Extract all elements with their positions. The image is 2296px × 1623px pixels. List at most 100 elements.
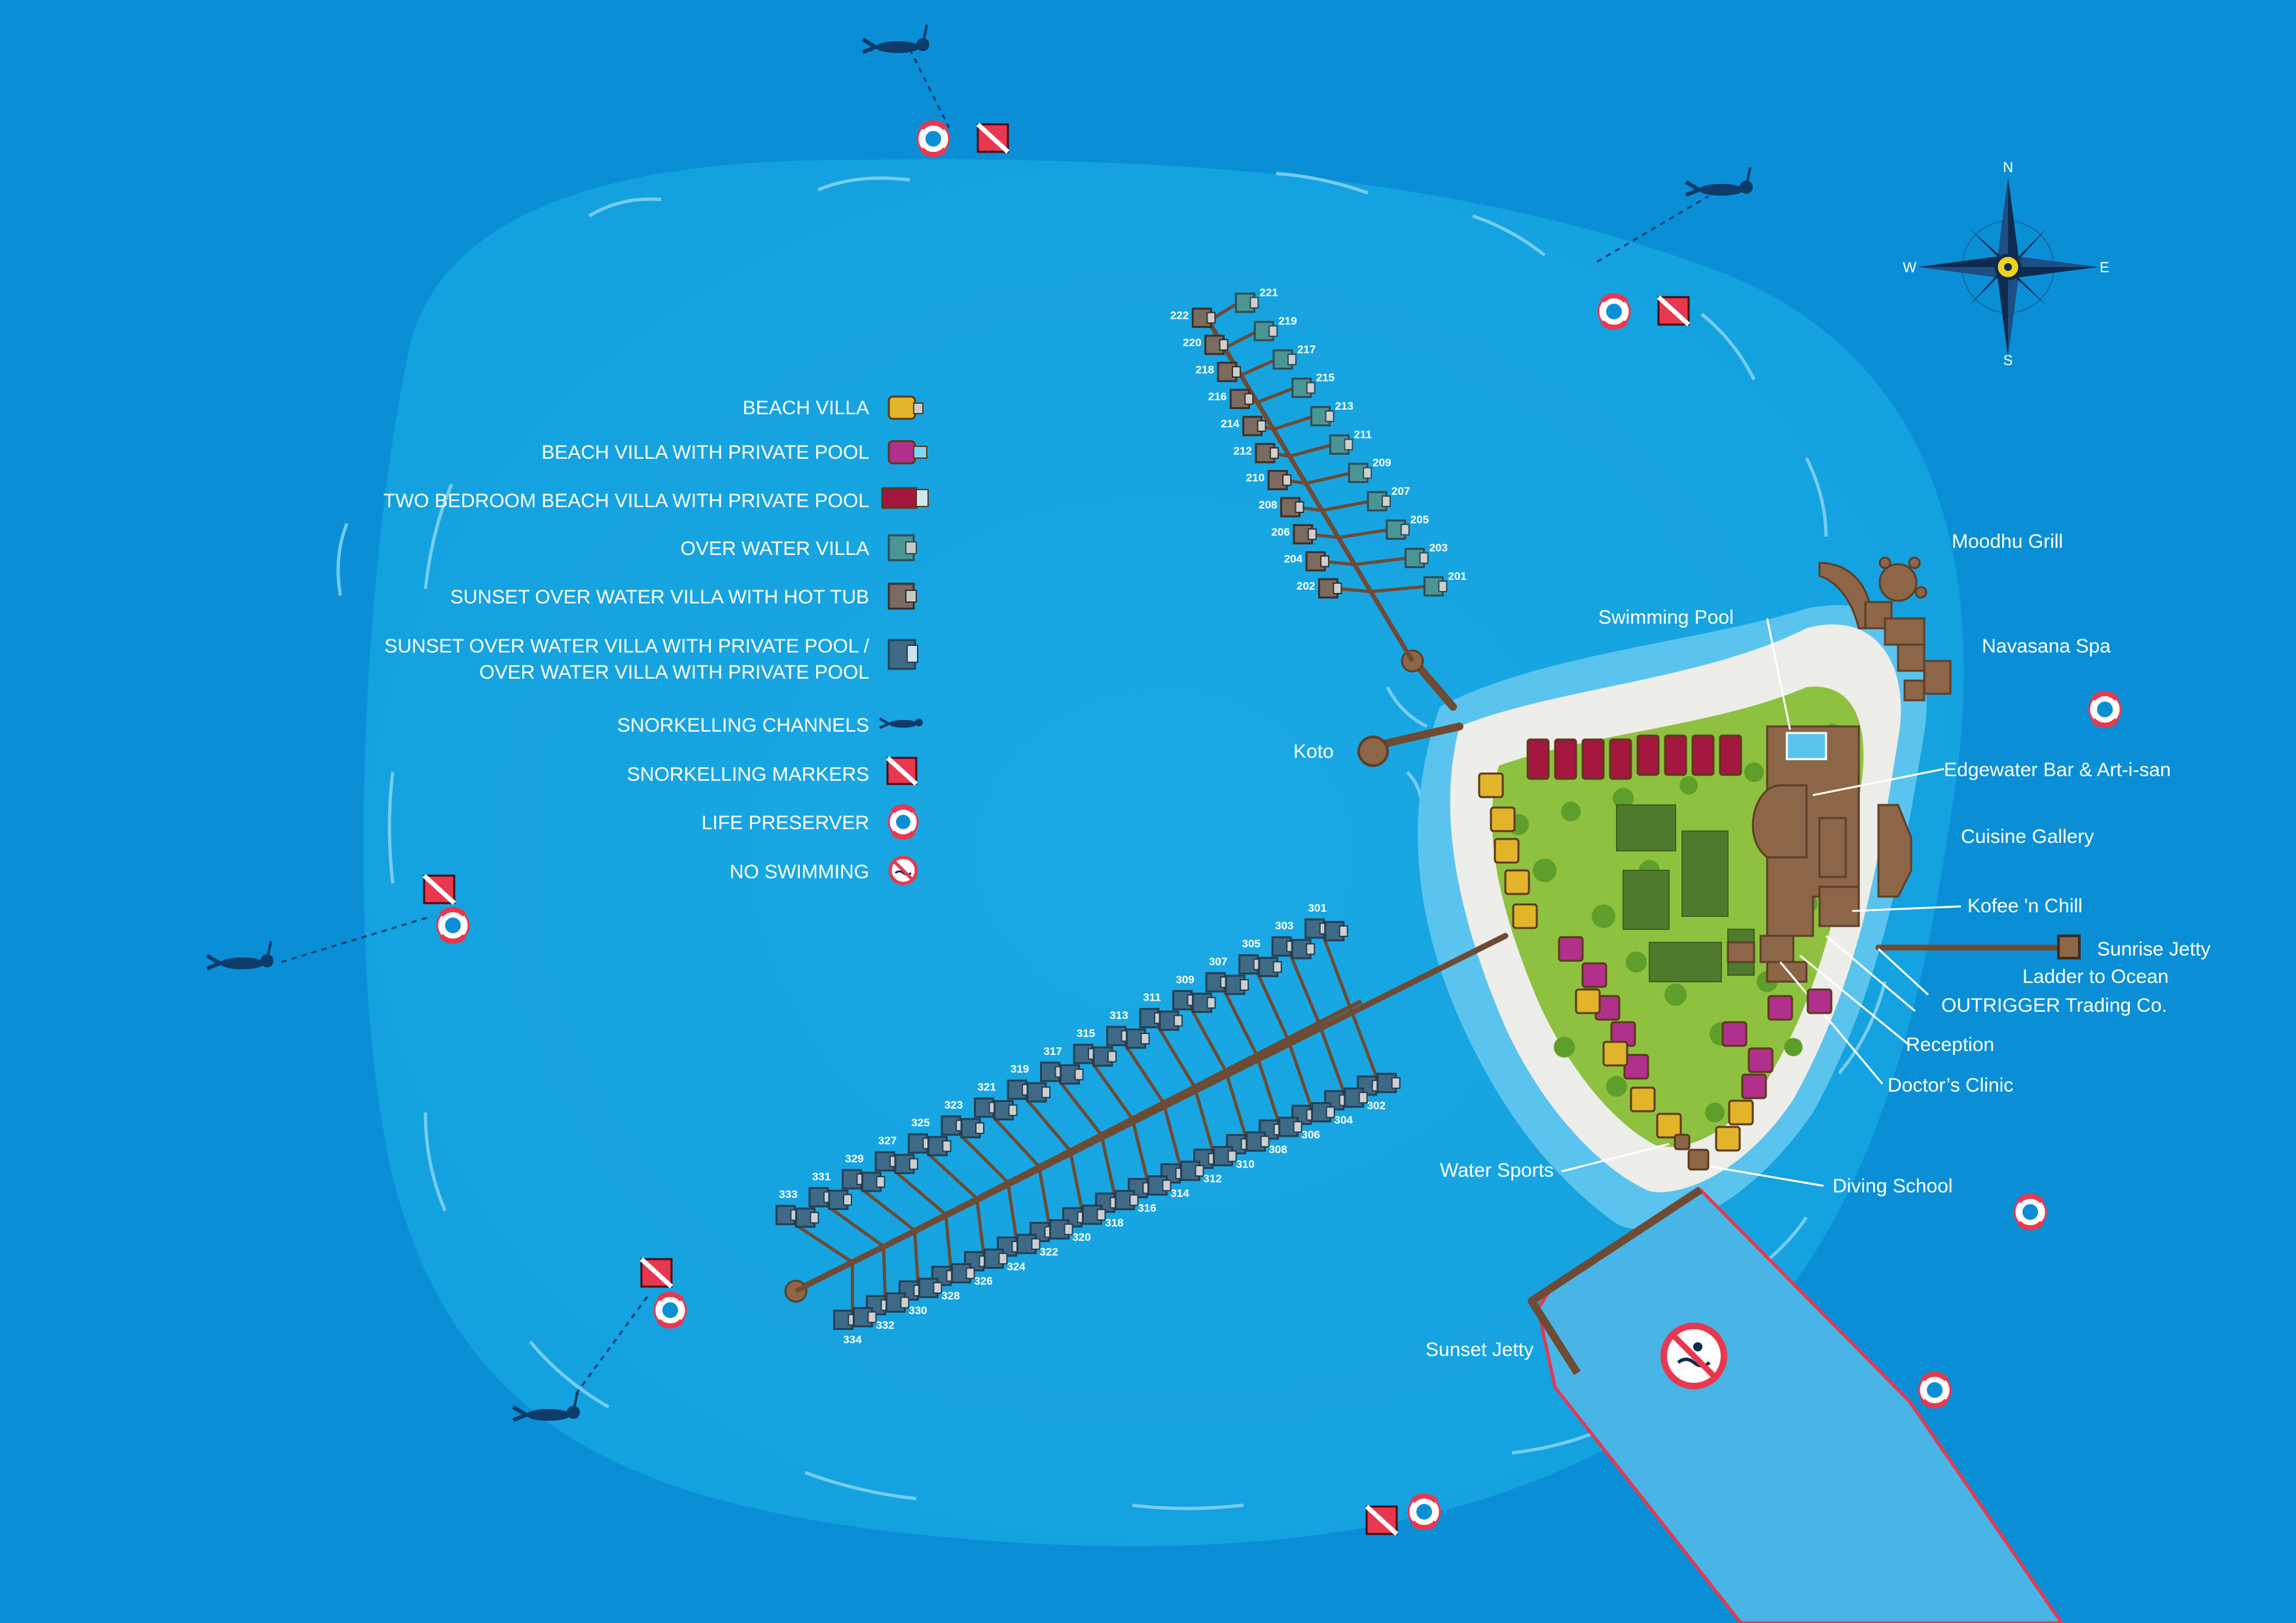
- legend-beach-villa: BEACH VILLA: [743, 397, 869, 419]
- villa-205: [1386, 519, 1410, 540]
- villa-308-pool: [1278, 1116, 1302, 1137]
- villa-329-pool: [861, 1171, 886, 1192]
- beach-villa-swatch-icon: [888, 395, 924, 420]
- villa-324-pool: [1016, 1234, 1041, 1255]
- villa-number-221: 221: [1259, 287, 1278, 299]
- villa-325: [907, 1133, 932, 1154]
- villa-number-212: 212: [1234, 444, 1252, 457]
- villa-number-207: 207: [1391, 485, 1410, 497]
- villa-213: [1310, 406, 1335, 427]
- villa-305-pool: [1258, 957, 1282, 978]
- villa-322-pool: [1049, 1219, 1073, 1240]
- walkway-300-upper: [859, 1186, 916, 1232]
- walkway-300-upper: [1025, 1097, 1071, 1152]
- beach-villa: [1494, 838, 1520, 864]
- walkway-300-upper: [1124, 1044, 1165, 1104]
- walkway-300-lower: [1348, 1006, 1378, 1077]
- villa-number-214: 214: [1221, 418, 1240, 430]
- walkway-300-lower: [1130, 1118, 1149, 1180]
- villa-number-309: 309: [1175, 973, 1194, 986]
- villa-number-218: 218: [1196, 363, 1214, 376]
- walkway-300-lower: [1286, 1038, 1313, 1107]
- walkway-300-upper: [925, 1151, 978, 1200]
- villa-number-326: 326: [974, 1275, 992, 1287]
- villa-208: [1280, 497, 1304, 518]
- beach-villa-pool: [1581, 962, 1607, 988]
- villa-number-216: 216: [1208, 391, 1227, 403]
- walkway-300-upper: [1190, 1008, 1227, 1072]
- villa-317-pool: [1060, 1064, 1084, 1085]
- walkway-200-right: [1272, 414, 1315, 431]
- lagoon: [363, 159, 1964, 1546]
- villa-203: [1405, 548, 1429, 569]
- beach-villa: [1575, 988, 1601, 1014]
- two-bedroom-villa: [1526, 738, 1550, 780]
- villa-number-321: 321: [977, 1081, 996, 1094]
- villa-206: [1293, 524, 1317, 544]
- villa-number-201: 201: [1448, 570, 1466, 582]
- villa-310-pool: [1246, 1131, 1270, 1152]
- villa-302-pool: [1376, 1073, 1401, 1094]
- moodhu-grill-building: [1818, 556, 1928, 630]
- beach-villa: [1728, 1099, 1754, 1126]
- villa-number-310: 310: [1236, 1158, 1254, 1170]
- life-preserver-icon: [653, 1291, 687, 1329]
- villa-210: [1267, 470, 1292, 491]
- legend-snorkelling-markers: SNORKELLING MARKERS: [627, 764, 869, 785]
- villa-number-320: 320: [1072, 1231, 1090, 1243]
- walkway-300-lower: [1224, 1070, 1247, 1136]
- sunrise-jetty-end: [2057, 935, 2081, 959]
- snorkeller-icon: [861, 24, 929, 54]
- life-preserver-icon: [2088, 690, 2122, 728]
- walkway-200-right: [1305, 471, 1352, 486]
- two-bedroom-villa: [1691, 734, 1715, 776]
- snorkel-marker-icon: [1365, 1505, 1399, 1536]
- villa-334-pool: [852, 1307, 877, 1328]
- villa-number-308: 308: [1268, 1143, 1287, 1156]
- snorkeller-icon: [512, 1392, 580, 1422]
- villas-300-group: 3013023033043053063073083093103113123133…: [775, 902, 1401, 1346]
- jetty-300-spine: [795, 999, 1363, 1294]
- life-preserver-icon: [1918, 1371, 1952, 1409]
- villa-325-pool: [927, 1135, 952, 1156]
- no-swimming-sign: [1660, 1323, 1727, 1389]
- villa-318-pool: [1115, 1190, 1139, 1211]
- villa-202: [1318, 578, 1342, 599]
- villa-number-329: 329: [845, 1152, 863, 1165]
- villa-number-312: 312: [1203, 1173, 1221, 1185]
- walkway-300-lower: [1193, 1086, 1215, 1150]
- villa-number-215: 215: [1316, 372, 1335, 384]
- walkway-300-lower: [1162, 1102, 1182, 1165]
- villa-221: [1234, 293, 1259, 313]
- legend-no-swimming: NO SWIMMING: [730, 861, 869, 883]
- villa-215: [1291, 378, 1316, 399]
- walkway-300-lower: [1037, 1166, 1050, 1223]
- villa-216: [1229, 389, 1254, 410]
- walkway-300-upper: [1157, 1026, 1196, 1088]
- label-edgewater: Edgewater Bar & Art-i-san: [1944, 759, 2171, 781]
- villa-number-331: 331: [812, 1170, 831, 1183]
- villa-number-322: 322: [1039, 1246, 1058, 1258]
- beach-villa: [1656, 1113, 1682, 1139]
- snorkel-marker-icon: [976, 122, 1010, 154]
- legend-beach-villa-pool: BEACH VILLA WITH PRIVATE POOL: [541, 442, 869, 463]
- walkway-300-upper: [1256, 972, 1289, 1040]
- villa-number-213: 213: [1335, 400, 1354, 412]
- beach-villa-pool: [1767, 995, 1793, 1021]
- villa-number-319: 319: [1011, 1063, 1029, 1075]
- villa-309: [1172, 990, 1196, 1010]
- beach-villa-pool: [1748, 1047, 1774, 1073]
- villa-number-332: 332: [876, 1319, 894, 1331]
- villa-number-203: 203: [1429, 542, 1448, 554]
- villa-218: [1217, 361, 1241, 382]
- villa-328-pool: [950, 1263, 975, 1284]
- villa-number-313: 313: [1109, 1009, 1128, 1022]
- compass-rose: N S E W: [1903, 159, 2109, 368]
- villa-303-pool: [1291, 938, 1316, 959]
- life-preserver-icon: [436, 906, 470, 944]
- villa-319-pool: [1026, 1082, 1051, 1103]
- two-bedroom-villa: [1554, 738, 1577, 780]
- villas-200-group: 2222212202192182172162152142132122112102…: [1170, 287, 1467, 599]
- villa-number-304: 304: [1335, 1114, 1354, 1126]
- villa-number-311: 311: [1143, 991, 1160, 1004]
